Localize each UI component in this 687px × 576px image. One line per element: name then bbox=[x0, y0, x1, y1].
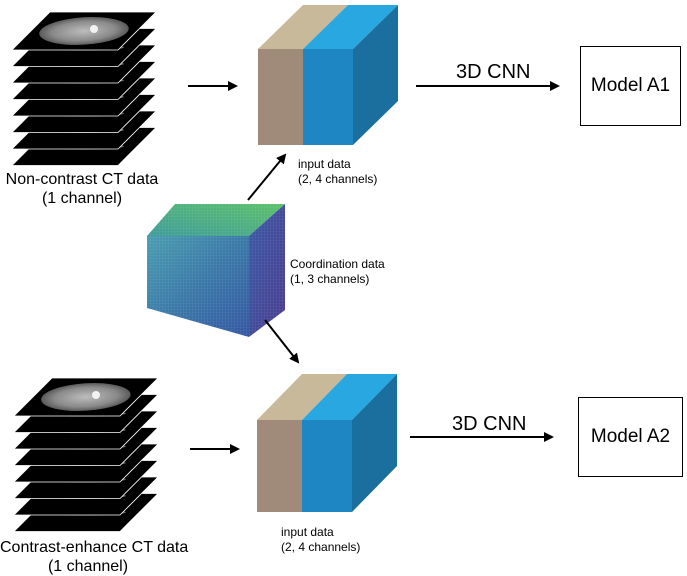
model-a2-label: Model A2 bbox=[590, 426, 671, 447]
ct-top-spine bbox=[90, 25, 98, 33]
stack-top-caption-line2: (1 channel) bbox=[41, 190, 123, 207]
ct-bottom-slice-anatomy bbox=[41, 383, 131, 411]
stack-top-caption: Non-contrast CT data (1 channel) bbox=[0, 170, 164, 208]
ct-slice-stack-top bbox=[11, 11, 157, 166]
cnn-label-top: 3D CNN bbox=[456, 61, 531, 83]
input-cube-bottom bbox=[257, 374, 397, 512]
ct-bottom-spine bbox=[92, 391, 100, 399]
stack-top-caption-line1: Non-contrast CT data bbox=[5, 171, 159, 188]
input-cube-top bbox=[258, 5, 398, 145]
stack-bottom-caption-line1: Contrast-enhance CT data bbox=[0, 539, 189, 556]
model-a1-box: Model A1 bbox=[580, 46, 681, 126]
model-a1-label: Model A1 bbox=[590, 75, 671, 96]
coordination-cube bbox=[147, 204, 285, 337]
input-top-label: input data (2, 4 channels) bbox=[298, 157, 377, 187]
coordination-label-line2: (1, 3 channels) bbox=[290, 272, 370, 286]
arrow-coord-to-input-top bbox=[247, 153, 287, 201]
coordination-label: Coordination data (1, 3 channels) bbox=[290, 257, 385, 287]
input-bottom-label: input data (2, 4 channels) bbox=[281, 525, 360, 555]
input-top-label-line2: (2, 4 channels) bbox=[298, 172, 378, 186]
ct-top-slice-anatomy bbox=[39, 17, 129, 45]
stack-bottom-caption-line2: (1 channel) bbox=[47, 558, 129, 575]
model-a2-box: Model A2 bbox=[578, 397, 683, 477]
coordination-label-line1: Coordination data bbox=[290, 257, 385, 271]
ct-slice-stack-bottom bbox=[13, 377, 159, 532]
input-bottom-label-line2: (2, 4 channels) bbox=[281, 540, 361, 554]
arrow-coord-to-input-bottom bbox=[264, 319, 300, 364]
cnn-label-bottom: 3D CNN bbox=[452, 413, 527, 435]
input-top-label-line1: input data bbox=[298, 157, 351, 171]
stack-bottom-caption: Contrast-enhance CT data (1 channel) bbox=[0, 538, 189, 576]
input-bottom-label-line1: input data bbox=[281, 525, 334, 539]
